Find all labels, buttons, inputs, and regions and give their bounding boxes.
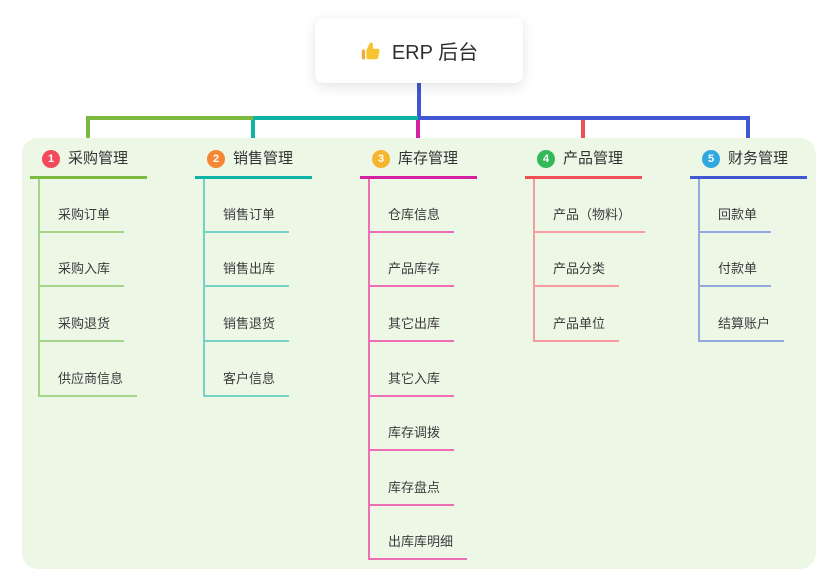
child-topic[interactable]: 产品库存 [368,260,455,287]
branch-drop-connector [86,120,90,148]
child-topic[interactable]: 出库库明细 [368,533,468,560]
branch-title: 产品管理 [563,150,624,167]
branch-spine [698,179,700,342]
branch-drop-connector [251,120,255,148]
thumbs-up-icon [361,42,380,59]
bus-segment [418,116,750,120]
branch-spine [368,179,370,560]
root-connector [417,82,421,116]
mindmap-root-node[interactable]: ERP 后台 [315,18,523,83]
branch-title: 采购管理 [68,150,129,167]
child-topic[interactable]: 结算账户 [698,315,785,342]
branch-header[interactable]: 3 库存管理 [360,148,477,179]
branch-badge: 3 [372,150,390,168]
branch-drop-connector [581,120,585,148]
child-topic[interactable]: 库存盘点 [368,479,455,506]
branch-header[interactable]: 4 产品管理 [525,148,642,179]
child-topic[interactable]: 采购退货 [38,315,125,342]
root-title: ERP 后台 [391,42,479,64]
child-topic[interactable]: 其它入库 [368,370,455,397]
branch-header[interactable]: 5 财务管理 [690,148,807,179]
child-topic[interactable]: 产品分类 [533,260,620,287]
child-topic[interactable]: 销售出库 [203,260,290,287]
branch-badge: 4 [537,150,555,168]
child-topic[interactable]: 采购入库 [38,260,125,287]
child-topic[interactable]: 产品单位 [533,315,620,342]
branches-panel [22,138,816,569]
branch-column-xiaoshou: 2 销售管理 销售订单 销售出库 销售退货 客户信息 [195,148,345,397]
branch-title: 销售管理 [233,150,294,167]
branch-spine [533,179,535,342]
child-topic[interactable]: 供应商信息 [38,370,138,397]
bus-segment [86,116,253,120]
child-topic[interactable]: 产品（物料） [533,206,646,233]
branch-badge: 2 [207,150,225,168]
branch-header[interactable]: 2 销售管理 [195,148,312,179]
branch-header[interactable]: 1 采购管理 [30,148,147,179]
branch-spine [203,179,205,397]
branch-badge: 1 [42,150,60,168]
branch-spine [38,179,40,397]
child-topic[interactable]: 回款单 [698,206,772,233]
child-topic[interactable]: 客户信息 [203,370,290,397]
child-topic[interactable]: 采购订单 [38,206,125,233]
bus-segment [253,116,418,120]
child-topic[interactable]: 付款单 [698,260,772,287]
branch-drop-connector [416,120,420,148]
branch-column-caiwu: 5 财务管理 回款单 付款单 结算账户 [690,148,839,342]
child-topic[interactable]: 销售订单 [203,206,290,233]
child-topic[interactable]: 仓库信息 [368,206,455,233]
branch-column-kucun: 3 库存管理 仓库信息 产品库存 其它出库 其它入库 库存调拨 库存盘点 出库库… [360,148,510,560]
child-topic[interactable]: 其它出库 [368,315,455,342]
branch-title: 库存管理 [398,150,459,167]
branch-drop-connector [746,120,750,148]
child-topic[interactable]: 库存调拨 [368,424,455,451]
child-topic[interactable]: 销售退货 [203,315,290,342]
branch-badge: 5 [702,150,720,168]
branch-column-caigou: 1 采购管理 采购订单 采购入库 采购退货 供应商信息 [30,148,180,397]
branch-title: 财务管理 [728,150,789,167]
branch-column-chanpin: 4 产品管理 产品（物料） 产品分类 产品单位 [525,148,675,342]
